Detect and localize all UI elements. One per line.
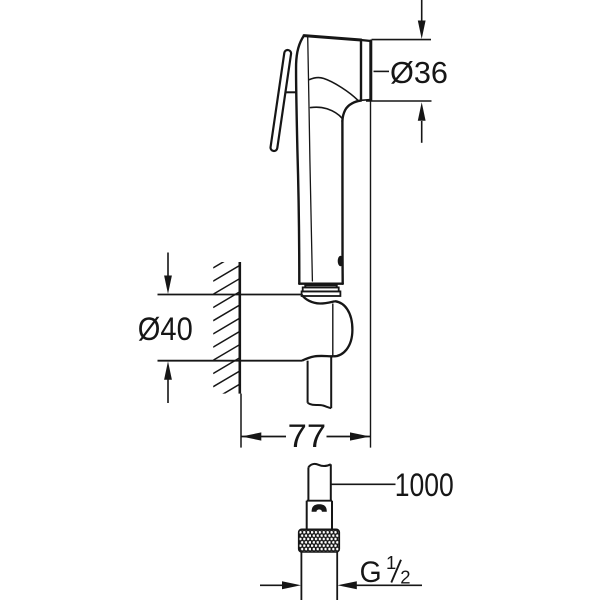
svg-text:Ø36: Ø36: [390, 55, 448, 90]
svg-text:1: 1: [386, 552, 396, 573]
svg-text:1000: 1000: [395, 467, 454, 503]
svg-text:Ø40: Ø40: [138, 311, 193, 347]
svg-text:77: 77: [288, 418, 327, 454]
svg-text:G: G: [360, 556, 382, 589]
svg-text:2: 2: [400, 567, 410, 588]
